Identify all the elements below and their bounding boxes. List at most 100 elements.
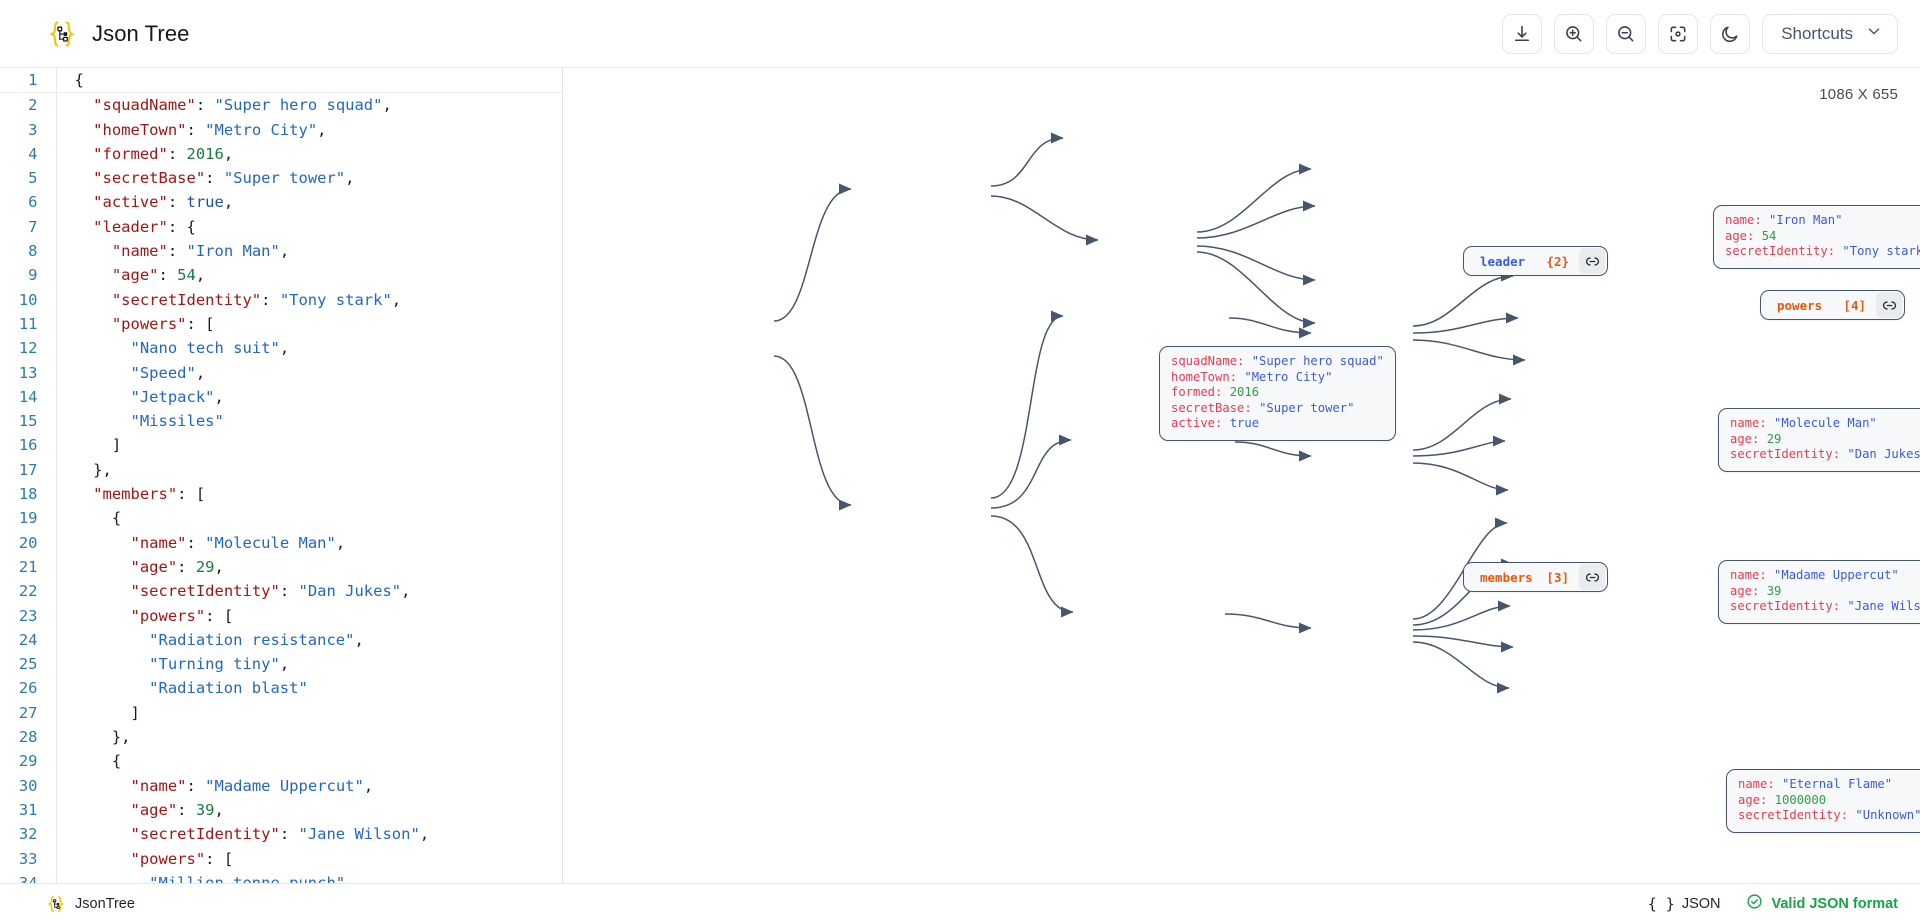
code-line[interactable]: 20 "name": "Molecule Man", xyxy=(0,531,562,555)
code-text[interactable]: "age": 29, xyxy=(56,555,562,579)
root-node[interactable]: squadName: "Super hero squad" homeTown: … xyxy=(1159,346,1396,441)
code-text[interactable]: "Jetpack", xyxy=(56,385,562,409)
line-number: 15 xyxy=(0,409,56,433)
code-line[interactable]: 34 "Million tonne punch", xyxy=(0,871,562,883)
leader-node-box[interactable]: leader {2} xyxy=(1463,246,1608,276)
collapse-link-icon[interactable] xyxy=(1579,564,1605,590)
code-line[interactable]: 9 "age": 54, xyxy=(0,263,562,287)
code-line[interactable]: 10 "secretIdentity": "Tony stark", xyxy=(0,288,562,312)
shortcuts-dropdown[interactable]: Shortcuts xyxy=(1762,14,1898,54)
code-line[interactable]: 6 "active": true, xyxy=(0,190,562,214)
code-text[interactable]: "powers": [ xyxy=(56,604,562,628)
code-line[interactable]: 11 "powers": [ xyxy=(0,312,562,336)
code-text[interactable]: "name": "Madame Uppercut", xyxy=(56,774,562,798)
code-text[interactable]: "Radiation blast" xyxy=(56,676,562,700)
code-text[interactable]: "Turning tiny", xyxy=(56,652,562,676)
code-line[interactable]: 32 "secretIdentity": "Jane Wilson", xyxy=(0,822,562,846)
code-line[interactable]: 4 "formed": 2016, xyxy=(0,142,562,166)
zoom-in-button[interactable] xyxy=(1554,14,1594,54)
code-line[interactable]: 15 "Missiles" xyxy=(0,409,562,433)
code-line[interactable]: 23 "powers": [ xyxy=(0,604,562,628)
member3-detail-node[interactable]: name: "Eternal Flame" age: 1000000 secre… xyxy=(1726,769,1920,833)
code-line[interactable]: 1{ xyxy=(0,68,562,93)
code-line[interactable]: 26 "Radiation blast" xyxy=(0,676,562,700)
code-line[interactable]: 8 "name": "Iron Man", xyxy=(0,239,562,263)
member1-detail-box[interactable]: name: "Molecule Man" age: 29 secretIdent… xyxy=(1718,408,1920,472)
code-line[interactable]: 19 { xyxy=(0,506,562,530)
code-line[interactable]: 22 "secretIdentity": "Dan Jukes", xyxy=(0,579,562,603)
code-text[interactable]: "Missiles" xyxy=(56,409,562,433)
code-text[interactable]: "name": "Molecule Man", xyxy=(56,531,562,555)
code-text[interactable]: ] xyxy=(56,701,562,725)
code-line[interactable]: 5 "secretBase": "Super tower", xyxy=(0,166,562,190)
member2-detail-box[interactable]: name: "Madame Uppercut" age: 39 secretId… xyxy=(1718,560,1920,624)
leader-powers-box[interactable]: powers [4] xyxy=(1760,290,1905,320)
member1-detail-node[interactable]: name: "Molecule Man" age: 29 secretIdent… xyxy=(1718,408,1920,472)
tree-canvas[interactable]: 1086 X 655 xyxy=(563,68,1920,883)
code-text[interactable]: { xyxy=(56,749,562,773)
code-text[interactable]: "homeTown": "Metro City", xyxy=(56,118,562,142)
code-text[interactable]: "Radiation resistance", xyxy=(56,628,562,652)
code-text[interactable]: "secretIdentity": "Dan Jukes", xyxy=(56,579,562,603)
code-line[interactable]: 3 "homeTown": "Metro City", xyxy=(0,118,562,142)
code-line[interactable]: 30 "name": "Madame Uppercut", xyxy=(0,774,562,798)
line-number: 28 xyxy=(0,725,56,749)
code-text[interactable]: }, xyxy=(56,458,562,482)
code-line[interactable]: 25 "Turning tiny", xyxy=(0,652,562,676)
members-node[interactable]: members [3] xyxy=(1463,562,1608,592)
code-text[interactable]: "squadName": "Super hero squad", xyxy=(56,93,562,118)
json-code-editor[interactable]: 1{2 "squadName": "Super hero squad",3 "h… xyxy=(0,68,563,883)
code-text[interactable]: "leader": { xyxy=(56,215,562,239)
root-node-box[interactable]: squadName: "Super hero squad" homeTown: … xyxy=(1159,346,1396,441)
code-line[interactable]: 17 }, xyxy=(0,458,562,482)
members-node-box[interactable]: members [3] xyxy=(1463,562,1608,592)
download-button[interactable] xyxy=(1502,14,1542,54)
leader-detail-box[interactable]: name: "Iron Man" age: 54 secretIdentity:… xyxy=(1713,205,1920,269)
code-text[interactable]: { xyxy=(56,68,562,93)
code-line[interactable]: 16 ] xyxy=(0,433,562,457)
code-text[interactable]: "powers": [ xyxy=(56,847,562,871)
code-line[interactable]: 31 "age": 39, xyxy=(0,798,562,822)
code-text[interactable]: "formed": 2016, xyxy=(56,142,562,166)
code-text[interactable]: "active": true, xyxy=(56,190,562,214)
format-indicator[interactable]: { } JSON xyxy=(1648,895,1721,913)
code-text[interactable]: "secretBase": "Super tower", xyxy=(56,166,562,190)
code-line[interactable]: 2 "squadName": "Super hero squad", xyxy=(0,93,562,118)
zoom-out-button[interactable] xyxy=(1606,14,1646,54)
code-line[interactable]: 29 { xyxy=(0,749,562,773)
code-line[interactable]: 7 "leader": { xyxy=(0,215,562,239)
code-line[interactable]: 33 "powers": [ xyxy=(0,847,562,871)
code-text[interactable]: ] xyxy=(56,433,562,457)
leader-powers-node[interactable]: powers [4] xyxy=(1760,290,1905,320)
leader-node[interactable]: leader {2} xyxy=(1463,246,1608,276)
collapse-link-icon[interactable] xyxy=(1876,292,1902,318)
line-number: 21 xyxy=(0,555,56,579)
code-text[interactable]: "age": 39, xyxy=(56,798,562,822)
code-text[interactable]: "secretIdentity": "Jane Wilson", xyxy=(56,822,562,846)
member2-detail-node[interactable]: name: "Madame Uppercut" age: 39 secretId… xyxy=(1718,560,1920,624)
code-line[interactable]: 21 "age": 29, xyxy=(0,555,562,579)
code-text[interactable]: "age": 54, xyxy=(56,263,562,287)
code-text[interactable]: "members": [ xyxy=(56,482,562,506)
code-line[interactable]: 12 "Nano tech suit", xyxy=(0,336,562,360)
code-text[interactable]: "secretIdentity": "Tony stark", xyxy=(56,288,562,312)
line-number: 23 xyxy=(0,604,56,628)
fit-to-screen-button[interactable] xyxy=(1658,14,1698,54)
code-line[interactable]: 13 "Speed", xyxy=(0,361,562,385)
code-line[interactable]: 27 ] xyxy=(0,701,562,725)
code-text[interactable]: "powers": [ xyxy=(56,312,562,336)
code-line[interactable]: 24 "Radiation resistance", xyxy=(0,628,562,652)
code-line[interactable]: 14 "Jetpack", xyxy=(0,385,562,409)
code-text[interactable]: "Nano tech suit", xyxy=(56,336,562,360)
code-text[interactable]: "name": "Iron Man", xyxy=(56,239,562,263)
collapse-link-icon[interactable] xyxy=(1579,248,1605,274)
member3-detail-box[interactable]: name: "Eternal Flame" age: 1000000 secre… xyxy=(1726,769,1920,833)
code-text[interactable]: "Million tonne punch", xyxy=(56,871,562,883)
code-line[interactable]: 28 }, xyxy=(0,725,562,749)
leader-detail-node[interactable]: name: "Iron Man" age: 54 secretIdentity:… xyxy=(1713,205,1920,269)
code-text[interactable]: { xyxy=(56,506,562,530)
dark-mode-button[interactable] xyxy=(1710,14,1750,54)
code-line[interactable]: 18 "members": [ xyxy=(0,482,562,506)
code-text[interactable]: }, xyxy=(56,725,562,749)
code-text[interactable]: "Speed", xyxy=(56,361,562,385)
